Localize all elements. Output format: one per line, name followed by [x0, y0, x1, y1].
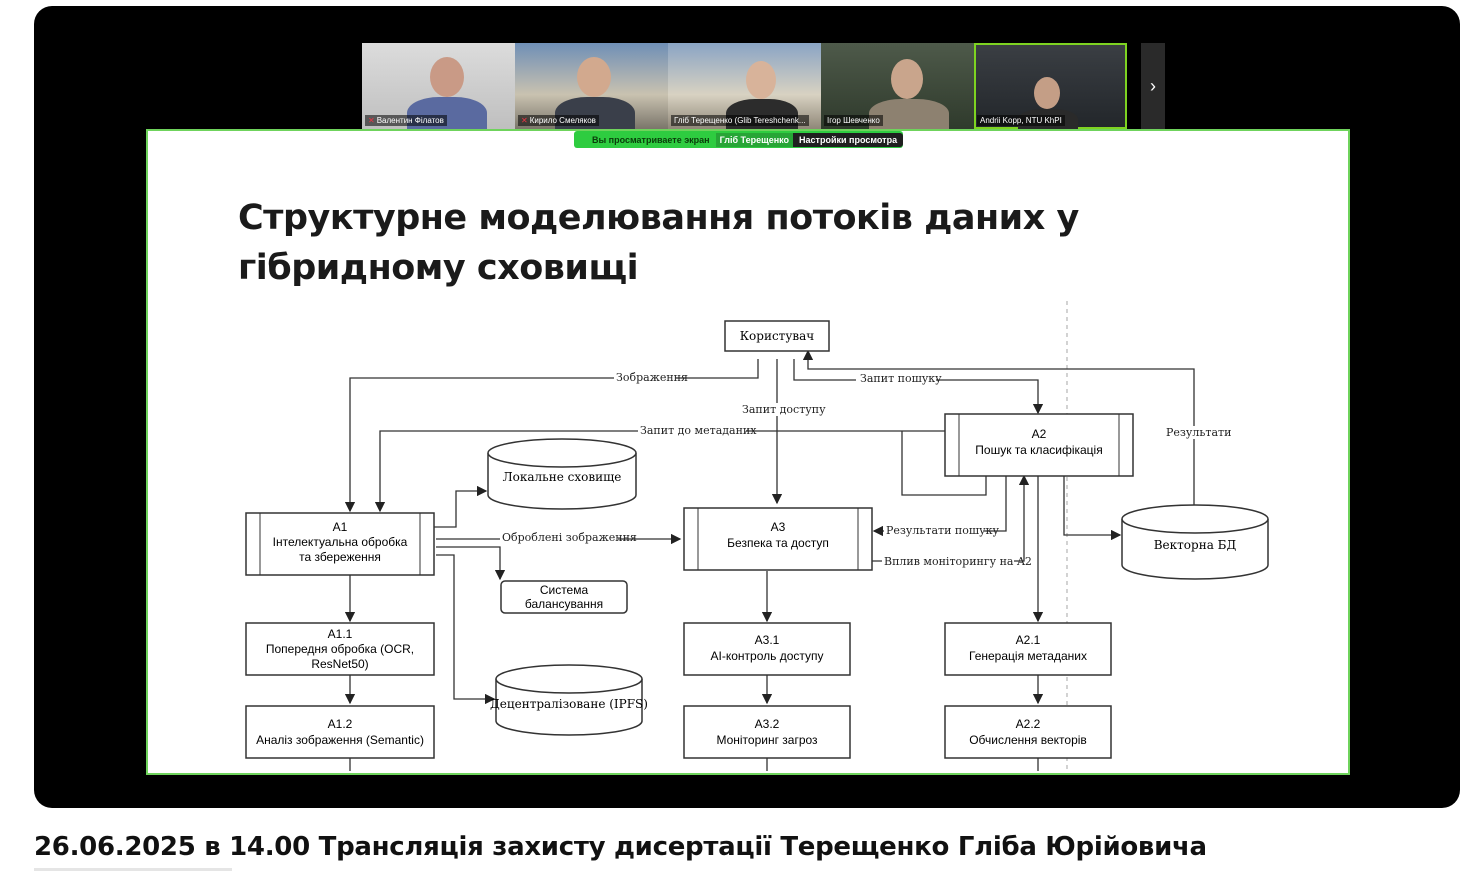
node-label: Користувач	[740, 329, 815, 343]
node-id: A1.2	[328, 717, 353, 731]
slide-title-line: гібридному сховищі	[238, 248, 639, 288]
user-node	[724, 320, 830, 352]
edge-label: Зображення	[616, 371, 688, 384]
a12-node: A1.2 Аналіз зображення (Semantic)	[245, 705, 435, 759]
edge-label: Запит пошуку	[860, 372, 942, 385]
node-label: Пошук та класифікація	[975, 443, 1102, 457]
node-label: Векторна БД	[1154, 538, 1237, 552]
participant-name: Гліб Терещенко (Glib Tereshchenk...	[671, 115, 809, 126]
participant-tile-active[interactable]: Andrii Kopp, NTU KhPI	[974, 43, 1127, 129]
screen-share-banner: Вы просматриваете экран Гліб Терещенко Н…	[574, 131, 904, 148]
node-id: A2.2	[1016, 717, 1041, 731]
participant-name: ✕Кирило Смеляков	[518, 115, 599, 126]
edge-label: Запит до метаданих	[640, 424, 757, 437]
participant-tile[interactable]: Гліб Терещенко (Glib Tereshchenk...	[668, 43, 821, 129]
slide-title: Структурне моделювання потоків даних у г…	[238, 193, 1138, 293]
share-presenter: Гліб Терещенко	[715, 132, 794, 147]
balancing-node: Система балансування	[500, 580, 628, 614]
node-id: A1	[333, 520, 348, 534]
edge-label: Вплив моніторингу на A2	[884, 555, 1032, 568]
participant-strip: ✕Валентин Філатов ✕Кирило Смеляков Гліб …	[362, 43, 1127, 129]
node-id: A3.1	[755, 633, 780, 647]
share-message: Вы просматриваете экран	[592, 134, 710, 145]
node-label: Аналіз зображення (Semantic)	[256, 733, 424, 747]
ipfs-node: Децентралізоване (IPFS)	[490, 664, 648, 736]
title-underline	[34, 868, 232, 871]
a1-node: A1 Інтелектуальна обробка та збереження	[245, 512, 435, 576]
a11-node: A1.1 Попередня обробка (OCR, ResNet50)	[245, 622, 435, 676]
data-flow-diagram: Зображення Запит пошуку Запит доступу За…	[245, 301, 1269, 771]
participant-face	[746, 61, 776, 99]
participant-tile[interactable]: ✕Валентин Філатов	[362, 43, 515, 129]
view-options-button[interactable]: Настройки просмотра	[793, 132, 904, 147]
node-label: Локальне сховище	[503, 470, 622, 484]
participant-face	[430, 57, 464, 97]
node-id: A1.1	[328, 627, 353, 641]
a22-node: A2.2 Обчислення векторів	[944, 705, 1112, 759]
a3-node: A3 Безпека та доступ	[683, 507, 873, 571]
next-page-button[interactable]: ›	[1141, 43, 1165, 129]
a21-node: A2.1 Генерація метаданих	[944, 622, 1112, 676]
mic-muted-icon: ✕	[521, 116, 528, 125]
node-id: A2	[1032, 427, 1047, 441]
participant-tile[interactable]: Ігор Шевченко	[821, 43, 974, 129]
node-label: Обчислення векторів	[969, 733, 1087, 747]
node-label: та збереження	[299, 550, 381, 564]
edge-label: Запит доступу	[742, 403, 826, 416]
node-id: A2.1	[1016, 633, 1041, 647]
participant-name: Andrii Kopp, NTU KhPI	[977, 115, 1065, 126]
participant-face	[577, 57, 611, 97]
participant-face	[891, 59, 923, 99]
node-label: ResNet50)	[311, 657, 368, 671]
node-label: балансування	[525, 597, 603, 611]
a32-node: A3.2 Моніторинг загроз	[683, 705, 851, 759]
video-title: 26.06.2025 в 14.00 Трансляція захисту ди…	[34, 832, 1207, 862]
participant-tile[interactable]: ✕Кирило Смеляков	[515, 43, 668, 129]
node-label: Децентралізоване (IPFS)	[490, 697, 648, 711]
node-label: AI-контроль доступу	[711, 649, 824, 663]
node-label: Інтелектуальна обробка	[273, 535, 408, 549]
node-label: Безпека та доступ	[727, 536, 829, 550]
node-id: A3.2	[755, 717, 780, 731]
participant-face	[1034, 77, 1060, 109]
a31-node: A3.1 AI-контроль доступу	[683, 622, 851, 676]
node-id: A3	[771, 520, 786, 534]
shared-slide: Структурне моделювання потоків даних у г…	[146, 129, 1350, 775]
edge-label: Результати пошуку	[886, 524, 999, 537]
node-label: Попередня обробка (OCR,	[266, 642, 414, 656]
edge-label: Оброблені зображення	[502, 531, 637, 544]
participant-name: ✕Валентин Філатов	[365, 115, 447, 126]
video-player[interactable]: ✕Валентин Філатов ✕Кирило Смеляков Гліб …	[34, 6, 1460, 808]
chevron-right-icon: ›	[1150, 75, 1156, 96]
participant-name: Ігор Шевченко	[824, 115, 883, 126]
mic-muted-icon: ✕	[368, 116, 375, 125]
a2-node: A2 Пошук та класифікація	[944, 413, 1134, 477]
node-label: Система	[540, 583, 589, 597]
vector-db-node: Векторна БД	[1121, 504, 1269, 580]
node-label: Моніторинг загроз	[716, 733, 818, 747]
slide-title-line: Структурне моделювання потоків даних у	[238, 198, 1079, 238]
edge-label: Результати	[1166, 426, 1231, 439]
node-label: Генерація метаданих	[969, 649, 1087, 663]
local-storage-node: Локальне сховище	[487, 438, 637, 510]
